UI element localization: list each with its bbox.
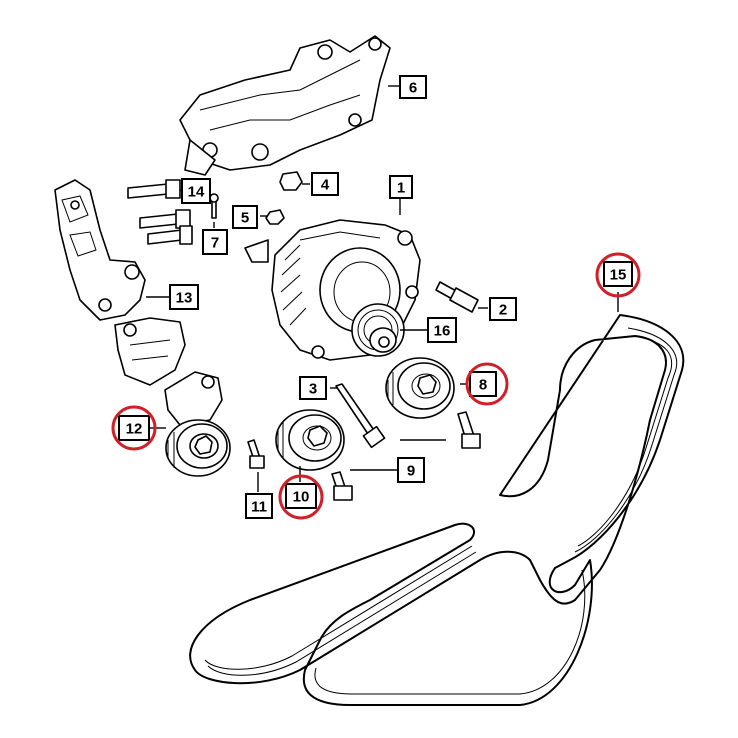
callout-13-label: 13: [176, 290, 193, 307]
bolt-part-3: [335, 383, 386, 449]
callout-4-label: 4: [321, 177, 330, 194]
callout-4: 4: [311, 172, 339, 196]
tensioner-assembly: [114, 317, 223, 426]
callout-5: 5: [232, 205, 258, 229]
callout-10-label: 10: [293, 489, 310, 506]
callout-9-label: 9: [407, 463, 415, 480]
idler-pulley-part-10: [275, 409, 345, 471]
callout-3: 3: [299, 376, 327, 400]
callout-12-highlight-ring: [111, 405, 157, 451]
callout-10: 10: [278, 474, 324, 520]
callout-3-label: 3: [309, 381, 317, 398]
left-bracket-part-13: [54, 179, 146, 321]
callout-16-label: 16: [434, 323, 451, 340]
leader-lines: [146, 85, 619, 492]
callout-6: 6: [399, 75, 427, 99]
callout-15-highlight-ring: [595, 252, 641, 298]
callout-5-label: 5: [241, 210, 249, 227]
callout-1-label: 1: [397, 180, 405, 197]
callout-2-label: 2: [499, 302, 507, 319]
bolt-part-11: [247, 439, 265, 469]
callout-2: 2: [489, 297, 517, 321]
nut-part-4: [279, 171, 303, 191]
callout-12: 12: [111, 405, 157, 451]
callout-7-label: 7: [211, 235, 219, 252]
callout-16: 16: [427, 317, 457, 343]
bolt-part-14-c: [147, 225, 193, 245]
callout-9: 9: [397, 457, 425, 483]
callout-15: 15: [595, 252, 641, 298]
callout-11: 11: [245, 493, 273, 519]
callout-14-label: 14: [188, 184, 205, 201]
bolt-part-14-a: [127, 179, 181, 199]
nut-part-5: [265, 209, 285, 225]
bolt-part-14-b: [139, 209, 191, 229]
callout-8-highlight-ring: [465, 362, 509, 406]
callout-7: 7: [202, 229, 228, 255]
callout-12-label: 12: [126, 421, 143, 438]
callout-15-label: 15: [610, 267, 627, 284]
callout-13: 13: [169, 284, 199, 310]
bolt-part-9-a: [457, 411, 481, 449]
tensioner-pulley-part-12: [165, 419, 231, 477]
callout-8: 8: [465, 362, 509, 406]
idler-pulley-part-8: [385, 357, 455, 419]
bolt-part-7: [209, 193, 219, 219]
callout-8-label: 8: [479, 377, 487, 394]
bracket-piece-part-5: [244, 239, 269, 263]
bolt-part-2: [435, 281, 479, 313]
callout-6-label: 6: [409, 80, 417, 97]
mounting-bracket-part-6: [179, 35, 391, 176]
callout-1: 1: [389, 175, 413, 199]
callout-10-highlight-ring: [278, 474, 324, 520]
serpentine-belt-part-15: [189, 314, 685, 706]
alternator-pulley-part-16: [351, 303, 405, 357]
callout-11-label: 11: [251, 499, 267, 516]
bolt-part-9-b: [331, 471, 353, 501]
callout-14: 14: [181, 178, 211, 204]
